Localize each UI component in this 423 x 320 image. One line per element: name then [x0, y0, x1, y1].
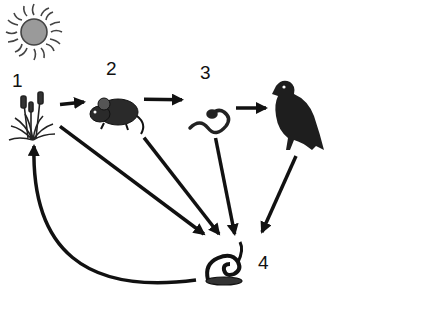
food-arrow — [60, 126, 204, 234]
callout-number: 2 — [106, 58, 117, 80]
grass-plant — [9, 92, 55, 140]
callout-number: 4 — [258, 252, 269, 274]
food-arrow — [216, 138, 235, 234]
organism-node: 2 — [84, 58, 144, 140]
food-arrow — [262, 156, 296, 232]
food-arrow — [144, 138, 219, 234]
food-arrow — [60, 102, 84, 104]
callout-number: 3 — [200, 62, 211, 84]
organism-node: 3 — [182, 62, 234, 138]
organism-node: 4 — [196, 234, 284, 288]
snake-figure — [190, 110, 229, 132]
sun-symbol — [6, 4, 62, 60]
decomposer-figure — [206, 242, 242, 285]
mouse-figure — [90, 98, 143, 134]
callout-number: 1 — [12, 70, 23, 92]
food-arrow — [144, 98, 182, 102]
food-arrow — [34, 146, 196, 283]
eagle-figure — [272, 81, 324, 150]
organism-node: 1 — [8, 70, 60, 144]
food-arrow — [236, 106, 266, 110]
